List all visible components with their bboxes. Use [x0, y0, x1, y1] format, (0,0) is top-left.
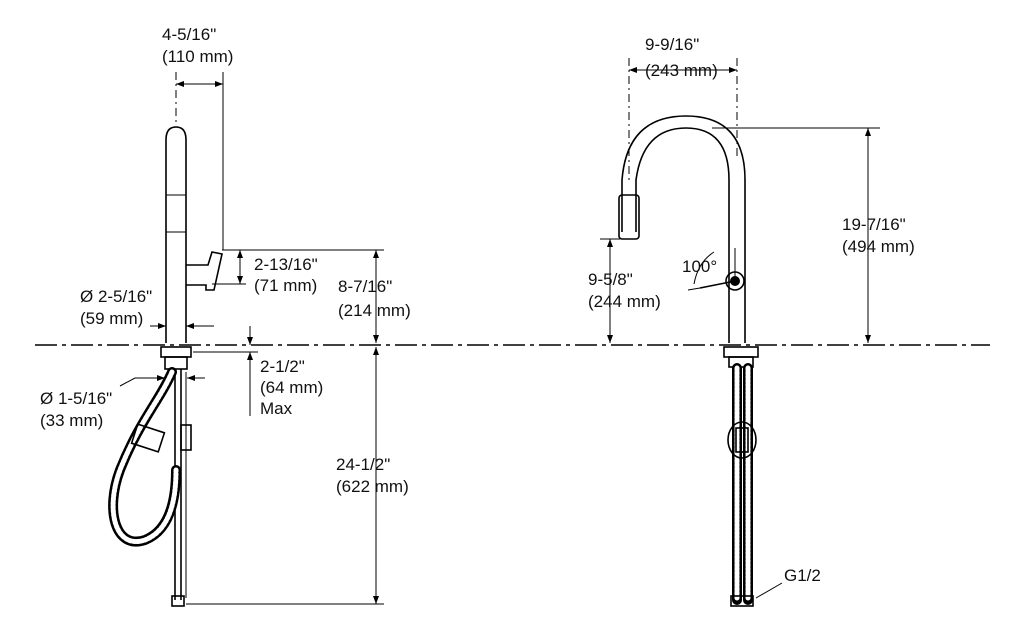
- base-diameter-mm: (59 mm): [80, 309, 143, 328]
- handle-base-height-inch: 8-7/16": [338, 277, 392, 296]
- handle-lever-front: [699, 280, 736, 289]
- hose-weight: [130, 423, 166, 453]
- deck-thickness-note: Max: [260, 399, 293, 418]
- hose-weight-front: [727, 421, 757, 459]
- supply-connector-left: [171, 595, 185, 607]
- hole-diameter-inch: Ø 1-5/16": [40, 389, 112, 408]
- base-flange-side: [160, 346, 192, 358]
- spout-reach-mm: (243 mm): [645, 61, 718, 80]
- hole-diameter-mm: (33 mm): [40, 411, 103, 430]
- spray-height-mm: (244 mm): [588, 292, 661, 311]
- handle-rotation-angle: 100°: [682, 257, 717, 276]
- handle-height-mm: (71 mm): [254, 276, 317, 295]
- overall-height-inch: 19-7/16": [842, 215, 906, 234]
- base-flange-front: [723, 346, 759, 358]
- front-view: 9-9/16" (243 mm) 19-7/16" (494 mm) 9-5/8…: [588, 35, 915, 607]
- connection-size: G1/2: [784, 566, 821, 585]
- supply-connector-right: [730, 595, 754, 607]
- overall-height-mm: (494 mm): [842, 237, 915, 256]
- deck-thickness-inch: 2-1/2": [260, 357, 305, 376]
- below-deck-inch: 24-1/2": [336, 455, 390, 474]
- side-view: 4-5/16" (110 mm) 2-13/16" (71 mm) 8-7/16…: [40, 25, 411, 607]
- base-diameter-inch: Ø 2-5/16": [80, 287, 152, 306]
- deck-thickness-mm: (64 mm): [260, 378, 323, 397]
- spray-height-inch: 9-5/8": [588, 270, 633, 289]
- handle-lever-side: [186, 251, 223, 291]
- spout-offset-inch: 4-5/16": [162, 25, 216, 44]
- gooseneck-spout: [635, 127, 730, 343]
- spout-offset-mm: (110 mm): [162, 47, 233, 66]
- handle-height-inch: 2-13/16": [254, 255, 318, 274]
- handle-base-height-mm: (214 mm): [338, 301, 411, 320]
- below-deck-mm: (622 mm): [336, 477, 409, 496]
- spout-reach-inch: 9-9/16": [645, 35, 699, 54]
- faucet-body-side: [165, 126, 187, 343]
- spray-head: [618, 194, 640, 240]
